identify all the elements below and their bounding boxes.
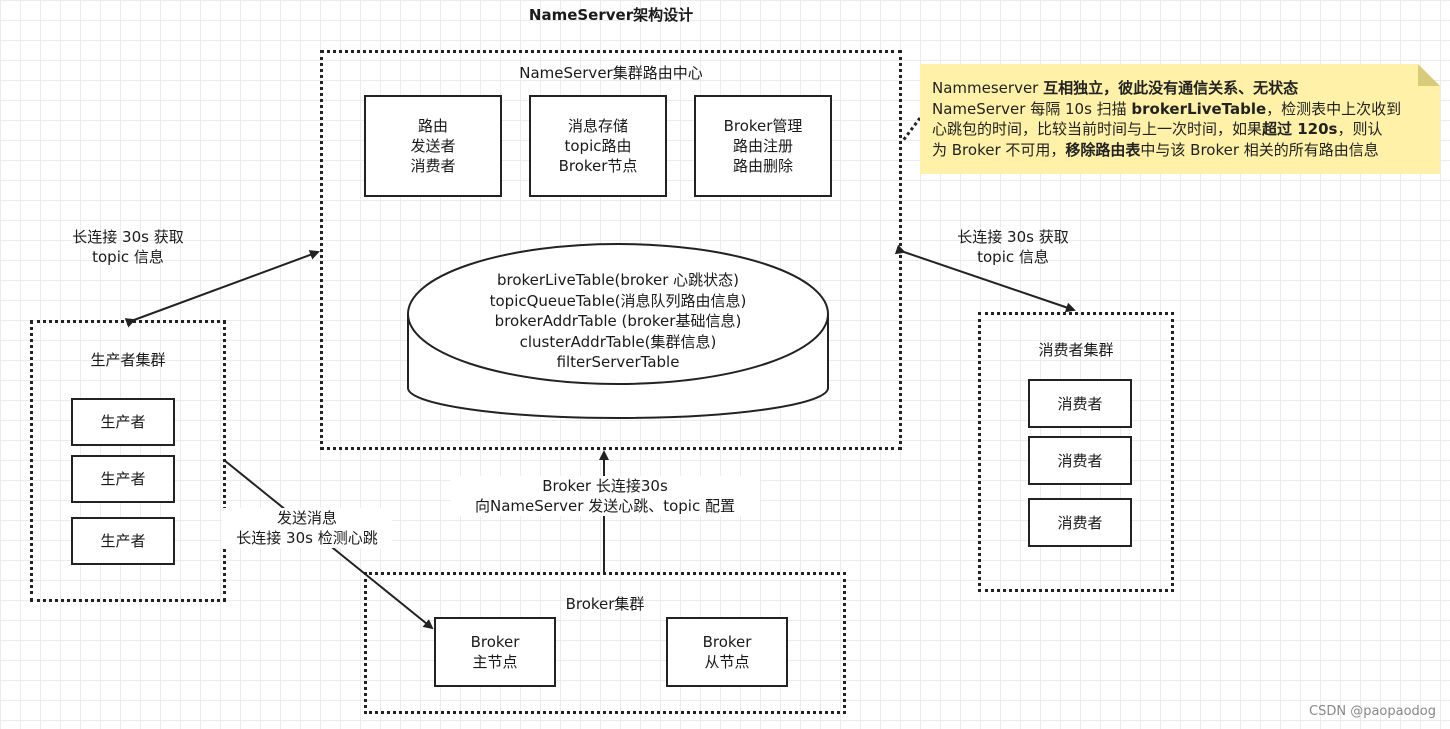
producer-nameserver-arrow (124, 250, 320, 328)
consumer-cluster: 消费者集群 (978, 312, 1174, 592)
routing-box: 路由 发送者 消费者 (364, 95, 502, 197)
broker-slave-node: Broker 从节点 (666, 617, 788, 687)
producer-node: 生产者 (71, 455, 175, 503)
broker-management-line: Broker管理 (723, 117, 803, 135)
broker-management-line: 路由注册 (732, 137, 793, 155)
nameserver-container: NameServer集群路由中心 (320, 50, 902, 450)
consumer-nameserver-label: 长连接 30s 获取 topic 信息 (957, 228, 1069, 266)
note-connector (900, 117, 922, 143)
broker-management-box: Broker管理 路由注册 路由删除 (694, 95, 832, 197)
storage-box-line: Broker节点 (558, 157, 638, 175)
table-entry: clusterAddrTable(集群信息) (519, 332, 717, 351)
consumer-nameserver-arrow (894, 244, 1076, 313)
sticky-note: Nammeserver 互相独立，彼此没有通信关系、无状态 NameServer… (920, 64, 1440, 174)
note-line-3: 心跳包的时间，比较当前时间与上一次时间，如果超过 120s，则认 (932, 120, 1383, 138)
note-line-4: 为 Broker 不可用，移除路由表中与该 Broker 相关的所有路由信息 (932, 140, 1379, 159)
consumer-cluster-title: 消费者集群 (1038, 341, 1114, 359)
table-entry: brokerLiveTable(broker 心跳状态) (496, 271, 740, 289)
consumer-node: 消费者 (1028, 436, 1132, 485)
producer-node: 生产者 (71, 398, 175, 446)
diagram-title: NameServer架构设计 (528, 6, 694, 24)
table-entry: filterServerTable (556, 353, 680, 371)
table-entry: topicQueueTable(消息队列路由信息) (489, 291, 747, 310)
broker-slave-line: 从节点 (704, 653, 750, 671)
storage-box: 消息存储 topic路由 Broker节点 (529, 95, 667, 197)
routing-box-line: 消费者 (410, 157, 456, 175)
broker-master-line: 主节点 (472, 653, 518, 671)
storage-box-line: 消息存储 (567, 117, 628, 135)
routing-box-line: 发送者 (410, 137, 456, 155)
note-line-1: Nammeserver 互相独立，彼此没有通信关系、无状态 (932, 79, 1299, 97)
broker-slave-line: Broker (702, 633, 752, 651)
storage-box-line: topic路由 (564, 137, 632, 155)
producer-broker-label: 发送消息 长连接 30s 检测心跳 (222, 508, 392, 548)
broker-management-line: 路由删除 (732, 157, 793, 175)
routing-box-line: 路由 (417, 117, 448, 135)
watermark: CSDN @paopaodog (1309, 704, 1436, 719)
consumer-node: 消费者 (1028, 498, 1132, 547)
consumer-node: 消费者 (1028, 379, 1132, 428)
producer-cluster-title: 生产者集群 (90, 351, 166, 369)
broker-master-line: Broker (470, 633, 520, 651)
broker-cluster-title: Broker集群 (565, 595, 645, 613)
broker-nameserver-label: Broker 长连接30s 向NameServer 发送心跳、topic 配置 (450, 476, 760, 516)
producer-node: 生产者 (71, 517, 175, 565)
route-tables: brokerLiveTable(broker 心跳状态) topicQueueT… (408, 270, 828, 373)
table-entry: brokerAddrTable (broker基础信息) (494, 312, 742, 330)
producer-nameserver-label: 长连接 30s 获取 topic 信息 (72, 228, 184, 266)
broker-master-node: Broker 主节点 (434, 617, 556, 687)
note-line-2: NameServer 每隔 10s 扫描 brokerLiveTable，检测表… (932, 99, 1402, 118)
database-cylinder (407, 243, 829, 419)
broker-cluster: Broker集群 (364, 572, 846, 714)
producer-cluster: 生产者集群 (30, 320, 226, 602)
nameserver-title: NameServer集群路由中心 (519, 64, 703, 82)
